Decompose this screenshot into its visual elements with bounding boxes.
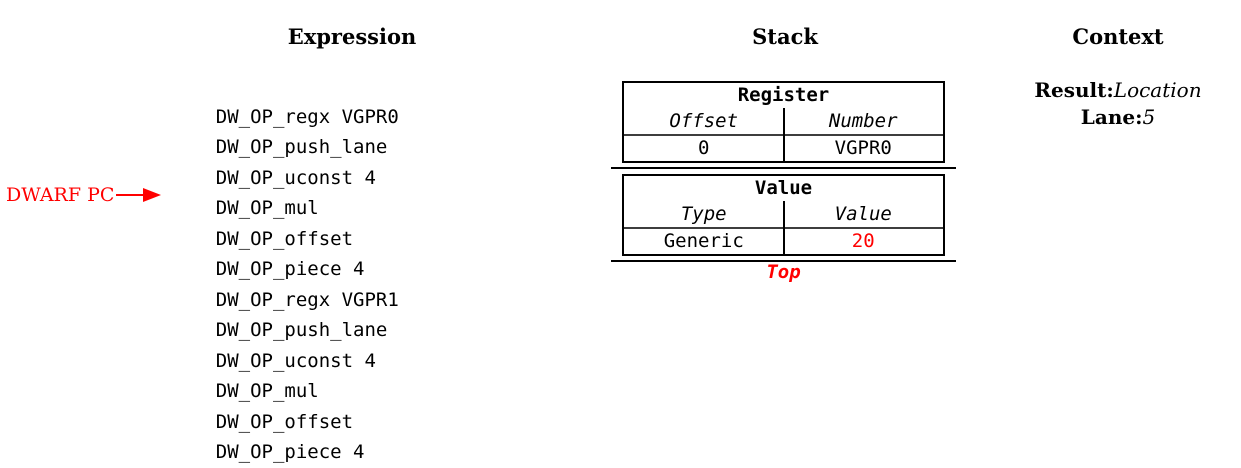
dwarf-pc-label: DWARF PC [6, 183, 115, 206]
expression-row: DW_OP_regx VGPR0 [170, 71, 399, 128]
expression-op: DW_OP_piece 4 [215, 441, 365, 463]
expression-op: DW_OP_uconst 4 [215, 349, 376, 372]
context-column-title: Context [1072, 24, 1164, 49]
stack-entry-table: Value Type Value Generic 20 [622, 174, 945, 256]
lane-value: 5 [1142, 105, 1156, 129]
expression-row: DW_OP_offset [170, 193, 399, 250]
expression-list: DW_OP_regx VGPR0 DW_OP_push_lane DW_OP_u… [170, 71, 399, 464]
expression-row: DW_OP_uconst 4 [170, 132, 399, 189]
dwarf-pc-arrow-icon [143, 187, 162, 202]
column-divider [782, 201, 785, 254]
expression-op: DW_OP_push_lane [215, 136, 388, 158]
stack-column-title: Stack [752, 24, 818, 49]
dwarf-pc-arrow-shaft [116, 193, 144, 196]
dwarf-pc-pointer: DWARF PC [6, 183, 162, 206]
stack-top-label: Top [766, 261, 801, 283]
stack-col-header: Type [680, 203, 727, 225]
stack-cell-value: VGPR0 [834, 137, 892, 159]
stack-entry-separator [611, 260, 956, 262]
column-divider [782, 108, 785, 161]
stack-entry: Register Offset Number 0 VGPR0 [611, 81, 956, 169]
expression-row: DW_OP_regx VGPR1 [170, 254, 399, 311]
expression-row: DW_OP_mul [170, 163, 399, 219]
stack-entry-body: Type Value Generic 20 [624, 201, 943, 254]
context-fields: Result:Location Lane:5 [1018, 77, 1218, 131]
stack-entry-title: Register [737, 84, 830, 106]
stack-col-header: Offset [669, 110, 739, 132]
stack-value-row: 0 VGPR0 [624, 136, 943, 161]
stack-value-row: Generic 20 [624, 229, 943, 254]
expression-column-title: Expression [287, 24, 417, 49]
result-label: Result: [1034, 78, 1114, 102]
stack-entry-table: Register Offset Number 0 VGPR0 [622, 81, 945, 163]
stack-col-header: Number [828, 110, 898, 132]
expression-op: DW_OP_offset [215, 410, 354, 433]
expression-row: DW_OP_piece 4 [170, 224, 399, 280]
stack-entry: Value Type Value Generic 20 [611, 174, 956, 262]
stack-entry-body: Offset Number 0 VGPR0 [624, 108, 943, 161]
stack-cell-value: 20 [851, 230, 875, 252]
expression-op: DW_OP_offset [215, 227, 354, 250]
expression-op: DW_OP_uconst 4 [215, 166, 376, 189]
stack-cell-value: Generic [663, 230, 744, 252]
result-value: Location [1113, 78, 1202, 102]
expression-row: DW_OP_push_lane [170, 102, 399, 158]
expression-row: DW_OP_piece 4 [170, 407, 399, 463]
expression-row: DW_OP_uconst 4 [170, 315, 399, 372]
context-field-result: Result:Location [1018, 77, 1218, 104]
stack-col-header: Value [834, 203, 892, 225]
expression-op: DW_OP_regx VGPR1 [215, 288, 399, 311]
context-field-lane: Lane:5 [1018, 104, 1218, 131]
expression-op: DW_OP_mul [215, 380, 319, 402]
stack-entries: Register Offset Number 0 VGPR0 Value [611, 81, 956, 267]
expression-row: DW_OP_mul [170, 346, 399, 402]
stack-entry-title: Value [754, 177, 813, 199]
expression-row: DW_OP_push_lane [170, 285, 399, 341]
stack-entry-separator [611, 167, 956, 169]
stack-header-row: Offset Number [624, 108, 943, 134]
expression-op: DW_OP_mul [215, 197, 319, 219]
stack-cell-value: 0 [698, 137, 710, 159]
expression-op: DW_OP_piece 4 [215, 258, 365, 280]
expression-row: DW_OP_offset [170, 376, 399, 433]
expression-op: DW_OP_regx VGPR0 [215, 105, 399, 128]
stack-header-row: Type Value [624, 201, 943, 227]
expression-op: DW_OP_push_lane [215, 319, 388, 341]
lane-label: Lane: [1080, 105, 1143, 129]
